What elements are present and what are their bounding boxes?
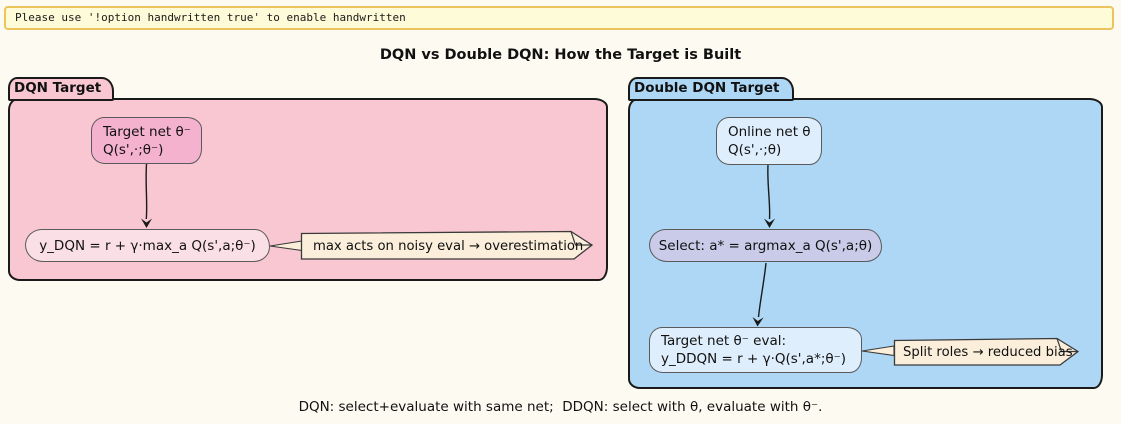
ddqn-select-node: Select: a* = argmax_a Q(s',a;θ) [649, 229, 882, 262]
dqn-y-target-formula: y_DQN = r + γ·max_a Q(s',a;θ⁻) [39, 237, 256, 254]
dqn-folder-label: DQN Target [14, 80, 102, 96]
ddqn-target-folder-tab: Double DQN Target [628, 77, 794, 101]
ddqn-online-net-node: Online net θ Q(s',·;θ) [716, 117, 822, 165]
ddqn-eval-node: Target net θ⁻ eval: y_DDQN = r + γ·Q(s',… [649, 327, 862, 373]
dqn-target-folder-tab: DQN Target [8, 77, 114, 101]
dqn-overestimation-note: max acts on noisy eval → overestimation [300, 230, 594, 260]
dqn-target-net-line2: Q(s',·;θ⁻) [103, 141, 164, 158]
dqn-target-net-line1: Target net θ⁻ [103, 123, 191, 140]
ddqn-online-net-line1: Online net θ [728, 124, 811, 140]
ddqn-note-text: Split roles → reduced bias [903, 345, 1073, 360]
ddqn-folder-label: Double DQN Target [634, 80, 780, 96]
dqn-note-text: max acts on noisy eval → overestimation [313, 239, 583, 254]
dqn-y-target-node: y_DQN = r + γ·max_a Q(s',a;θ⁻) [25, 229, 270, 262]
ddqn-select-formula: Select: a* = argmax_a Q(s',a;θ) [658, 237, 873, 254]
ddqn-online-net-line2: Q(s',·;θ) [728, 142, 782, 158]
ddqn-eval-line2: y_DDQN = r + γ·Q(s',a*;θ⁻) [661, 351, 847, 367]
dqn-target-net-node: Target net θ⁻ Q(s',·;θ⁻) [91, 117, 202, 164]
ddqn-split-roles-note: Split roles → reduced bias [893, 337, 1080, 366]
ddqn-eval-line1: Target net θ⁻ eval: [661, 333, 787, 349]
banner-text: Please use '!option handwritten true' to… [15, 11, 406, 24]
handwritten-option-banner: Please use '!option handwritten true' to… [4, 6, 1114, 30]
diagram-caption: DQN: select+evaluate with same net; DDQN… [298, 399, 823, 415]
diagram-title: DQN vs Double DQN: How the Target is Bui… [379, 47, 742, 63]
